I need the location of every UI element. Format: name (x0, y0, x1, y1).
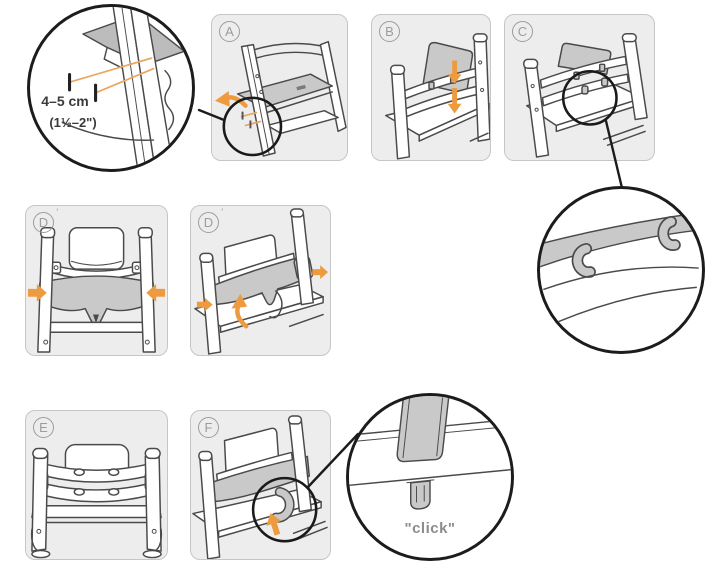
magnifier-circle (561, 69, 618, 126)
chair-seat-corner-illustration (62, 7, 186, 169)
lock-tab (409, 480, 431, 510)
chair-post (144, 453, 162, 552)
seat-plate (43, 321, 150, 334)
chair-back-view-illustration (30, 443, 163, 559)
chair-foot (142, 549, 162, 559)
strap-hook (270, 486, 295, 523)
baby-set-rail (39, 275, 154, 326)
measurement-dashes (240, 111, 262, 129)
panel-label-d1-sup: ′ (56, 207, 58, 217)
baby-set-strap (396, 396, 450, 463)
chair-angle-view-lock-illustration (192, 415, 328, 559)
chair-post (473, 38, 490, 142)
rail-hooks-detail-illustration (540, 211, 702, 323)
panel-label-c: C (512, 21, 533, 42)
arrow-right-icon (312, 265, 329, 280)
chair-foot (31, 549, 51, 559)
rail-hook (600, 77, 609, 87)
panel-label-d2-sup: ′ (221, 207, 223, 217)
rail-hook (571, 243, 596, 278)
panel-label-e: E (33, 417, 54, 438)
backrest-panel (68, 227, 125, 270)
chair-post (390, 69, 411, 160)
chair-front-view-baby-set-illustration (27, 227, 166, 353)
rail-hooks-callout-circle (537, 186, 705, 354)
panel-label-a: A (219, 21, 240, 42)
arrow-right-icon (27, 283, 47, 302)
magnifier-circle (222, 96, 283, 157)
arrow-down-icon (447, 87, 462, 114)
panel-label-d1: D′ (33, 208, 58, 233)
measurement-value-cm: 4–5 cm (41, 93, 89, 109)
chair-angle-view-baby-set-illustration (194, 208, 329, 355)
panel-label-d2: D′ (198, 208, 223, 233)
panel-a: A (211, 14, 348, 161)
chair-front-view-illustration (523, 33, 648, 158)
chair-post (31, 453, 49, 552)
chair-side-view-illustration (214, 40, 347, 157)
click-lock-detail-illustration (349, 396, 511, 510)
curved-arrow-up-icon (231, 293, 249, 329)
click-label: "click" (404, 520, 456, 537)
click-callout-circle: "click" (346, 393, 514, 561)
seat-depth-detail-illustration (62, 7, 186, 169)
panel-e: E (25, 410, 168, 560)
panel-label-f: F (198, 417, 219, 438)
magnifier-circle (251, 476, 318, 543)
rail-hook (657, 216, 681, 251)
panel-d1: D′ (25, 205, 168, 356)
baby-set-rail (213, 254, 311, 306)
panel-f: F (190, 410, 331, 560)
panel-c: C (504, 14, 655, 161)
panel-d2: D′ (190, 205, 331, 356)
measurement-callout-circle: 4–5 cm (1½–2") (27, 4, 195, 172)
curved-arrow-icon (214, 90, 248, 108)
baby-set-rail (211, 455, 311, 503)
chair-front-view-illustration (385, 33, 490, 160)
measurement-value-inch: (1½–2") (49, 115, 97, 130)
seat-plate (31, 504, 162, 519)
arrow-left-icon (146, 283, 166, 302)
arrow-up-icon (266, 513, 282, 536)
arrow-down-icon (447, 60, 462, 85)
measurement-marks (67, 57, 155, 103)
panel-b: B (371, 14, 491, 161)
back-rail (44, 483, 149, 503)
chair-post (199, 454, 221, 559)
rail-hook (581, 85, 589, 95)
panel-label-b: B (379, 21, 400, 42)
